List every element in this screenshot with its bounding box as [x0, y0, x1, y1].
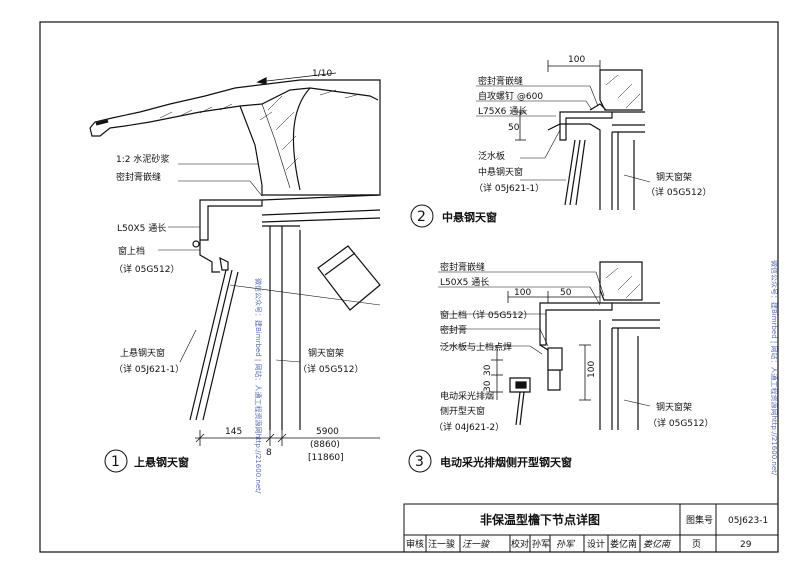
d2-sealant-label: 密封膏嵌缝 [478, 75, 523, 87]
detail-3-number: 3 [415, 454, 424, 470]
d3-dim-30a: 30 [483, 364, 493, 376]
page-number: 29 [740, 540, 752, 550]
d3-sash-top-label: 窗上档（详 05G512） [440, 309, 532, 321]
page-label: 页 [692, 539, 701, 550]
dim-11860: [11860] [308, 453, 344, 463]
designer-name: 娄亿南 [610, 538, 637, 550]
dim-8: 8 [266, 448, 272, 458]
d2-flashing-label: 泛水板 [478, 150, 505, 162]
d3-window-label-2: 侧开型天窗 [440, 405, 485, 417]
d3-flashing-label: 泛水板与上档点焊 [440, 341, 512, 353]
detail-1-number-circle [104, 449, 128, 473]
sash-ref-label: （详 05G512） [114, 263, 179, 275]
sealant-label: 密封膏嵌缝 [116, 171, 161, 183]
detail-3-text: 密封膏嵌缝 L50X5 通长 100 50 窗上档（详 05G512） 密封膏 … [408, 261, 713, 473]
angle-label: L50X5 通长 [117, 222, 166, 234]
d3-dim-50: 50 [560, 288, 572, 298]
d3-sealant-label: 密封膏嵌缝 [440, 261, 485, 273]
window-ref-label: （详 05J621-1） [114, 363, 184, 375]
d3-angle-label: L50X5 通长 [440, 276, 489, 288]
d2-frame-ref-label: （详 05G512） [646, 186, 711, 198]
d3-dim-100: 100 [514, 288, 531, 298]
slope-label: 1/10 [312, 69, 332, 79]
drawing-title: 非保温型檐下节点详图 [480, 512, 600, 527]
designer-signature: 娄亿南 [643, 539, 672, 550]
check-label: 校对 [511, 538, 529, 550]
detail-3-drawing [438, 261, 660, 430]
design-label: 设计 [587, 538, 605, 550]
d2-dim-100: 100 [568, 55, 585, 65]
checker-signature: 孙军 [556, 539, 576, 550]
detail-2-caption: 中悬钢天窗 [442, 210, 497, 224]
window-label: 上悬钢天窗 [120, 347, 165, 359]
d2-window-ref-label: （详 05J621-1） [474, 182, 544, 194]
detail-3-number-circle [408, 449, 432, 473]
atlas-label: 图集号 [686, 514, 713, 526]
checker-name: 孙军 [532, 538, 550, 550]
d2-screw-label: 自攻螺钉 @600 [478, 90, 543, 102]
review-label: 审核 [406, 538, 424, 550]
watermark-left: 微信公众号：建Bimrbed | 网站：人通工程资源网http://21600.… [254, 278, 263, 494]
d2-angle-label: L75X6 通长 [478, 105, 527, 117]
frame-ref-label: （详 05G512） [298, 363, 363, 375]
detail-1-caption: 上悬钢天窗 [134, 455, 189, 469]
title-block-text: 非保温型檐下节点详图 图集号 05J623-1 审核 汪一骏 汪一骏 校对 孙军… [406, 512, 768, 550]
title-block [403, 503, 779, 553]
dim-5900: 5900 [316, 427, 339, 437]
reviewer-name: 汪一骏 [428, 538, 455, 550]
d3-frame-ref-label: （详 05G512） [648, 417, 713, 429]
detail-2-text: 100 50 密封膏嵌缝 自攻螺钉 @600 L75X6 通长 泛水板 中悬钢天… [410, 55, 711, 228]
d3-window-ref-label: （详 04J621-2） [434, 421, 504, 433]
d3-window-label-1: 电动采光排烟 [440, 390, 494, 402]
dim-8860: (8860) [310, 440, 340, 450]
d2-frame-label: 钢天窗架 [656, 171, 692, 183]
detail-3-caption: 电动采光排烟侧开型钢天窗 [440, 455, 572, 469]
d2-window-label: 中悬钢天窗 [478, 166, 523, 178]
frame-label: 钢天窗架 [308, 347, 344, 359]
detail-2-number: 2 [417, 209, 426, 225]
d2-dim-50: 50 [508, 123, 520, 133]
atlas-number: 05J623-1 [728, 516, 768, 526]
detail-2-number-circle [410, 204, 434, 228]
d3-sealing-label: 密封膏 [440, 324, 467, 336]
d3-frame-label: 钢天窗架 [656, 401, 692, 413]
detail-1-drawing [89, 72, 381, 446]
mortar-label: 1:2 水泥砂浆 [116, 153, 169, 165]
detail-1-text: 1/10 1:2 水泥砂浆 密封膏嵌缝 L50X5 通长 窗上档 （详 05G5… [104, 69, 363, 473]
d3-dim-30b: 30 [483, 380, 493, 392]
sash-top-label: 窗上档 [118, 245, 145, 257]
detail-1-number: 1 [111, 454, 120, 470]
detail-2-drawing [476, 60, 651, 210]
sheet-border [39, 21, 779, 553]
dim-145: 145 [225, 427, 242, 437]
d3-dim-100v: 100 [587, 361, 597, 378]
reviewer-signature: 汪一骏 [462, 539, 490, 550]
watermark-right: 微信公众号：建Bimrbed | 网站：人通工程资源网http://21600.… [770, 260, 779, 476]
